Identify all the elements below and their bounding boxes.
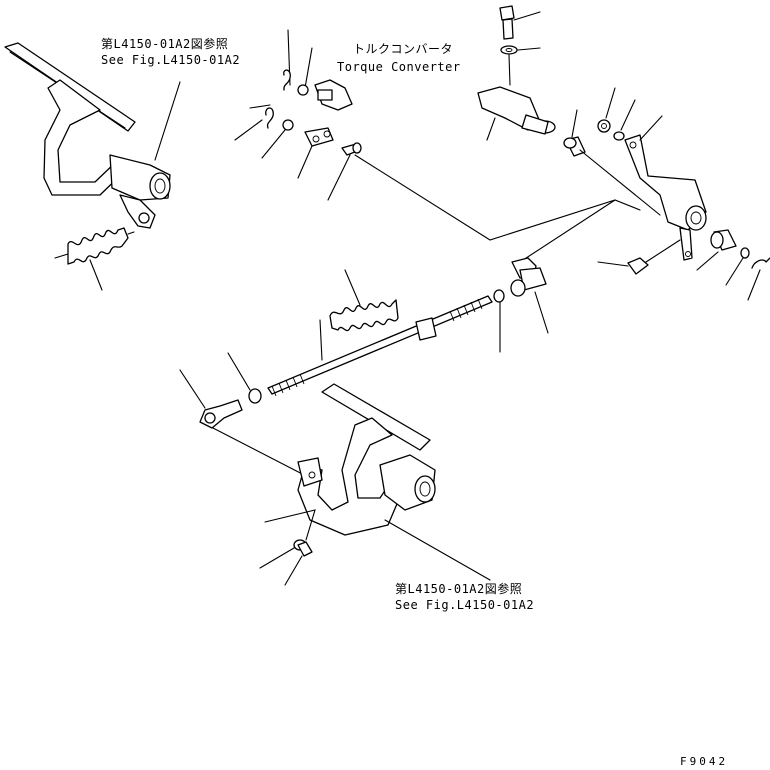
return-spring-upper [54, 227, 135, 265]
leader-bushing [571, 109, 578, 138]
nut-lower [297, 541, 313, 557]
reference-note-top-english: See Fig.L4150-01A2 [101, 53, 241, 67]
leader-spring-middle [344, 269, 361, 306]
spring-upper-end-left [54, 253, 69, 259]
leader-lock-nut-rod-left [227, 352, 251, 391]
lock-nut-rod-left [248, 388, 262, 404]
bell-crank-arm-hole [685, 251, 691, 257]
leader-washer-mid [261, 129, 286, 159]
upper-pedal-hub-bore [149, 172, 171, 200]
bell-crank-boss-bore [690, 211, 702, 225]
clevis-link-hole [312, 135, 320, 143]
bolt-washer-hole [505, 48, 513, 52]
leader-bushing-lower [696, 251, 719, 271]
upper-pedal-assembly [4, 42, 171, 229]
rod-end-socket [510, 279, 526, 297]
clevis-link-hole-2 [323, 130, 331, 138]
bolt-axis-line [508, 54, 511, 86]
bushing-face [563, 137, 577, 149]
leader-nut-right [605, 87, 616, 119]
cotter-pin-mid-tail [249, 104, 271, 109]
rod-assembly [179, 199, 616, 479]
leader-spring-upper [89, 259, 103, 291]
bolt-shank [502, 18, 514, 40]
torque-converter-label-japanese: トルクコンバータ [353, 42, 454, 56]
torque-converter-label-english: Torque Converter [337, 60, 461, 74]
rod-clip [415, 317, 437, 341]
upper-pedal-lever-hole [138, 212, 150, 224]
spring-upper-coil [67, 227, 129, 265]
figure-code: F9042 [680, 755, 729, 768]
lower-pedal-arm [297, 417, 406, 536]
leader-clevis-pin [327, 154, 351, 201]
leader-washer-lower [259, 547, 295, 569]
leader-washer-right [620, 99, 636, 131]
leader-rod-end-left [179, 369, 206, 409]
washer-far-right [740, 247, 750, 259]
bolt-washer [500, 45, 518, 55]
bushing-lower-face [710, 231, 724, 249]
assembly-line-2 [579, 149, 661, 216]
lower-pedal-hub-bore [414, 475, 436, 503]
leader-rod [319, 319, 323, 361]
leader-ref-top [154, 81, 181, 161]
washer-mid [282, 119, 294, 131]
leader-cotter-pin-right [747, 269, 761, 301]
grease-fitting [627, 257, 649, 275]
spring-upper-end-right [127, 231, 135, 235]
assembly-line-5 [264, 509, 316, 541]
nut-right-hole [601, 123, 607, 129]
cotter-pin-right [751, 257, 770, 269]
grease-fitting-axis [645, 239, 681, 263]
leader-bolt [513, 11, 541, 21]
spring-middle-coil [329, 299, 399, 332]
assembly-line-4 [212, 427, 311, 479]
converter-lever-boss [317, 89, 333, 101]
leader-clevis [297, 145, 313, 179]
leader-pin-mid [234, 119, 263, 141]
washer-top [297, 84, 309, 96]
lower-pedal-bracket [297, 457, 323, 487]
lower-pedal-assembly [259, 383, 491, 586]
washer-right [613, 131, 625, 141]
leader-ref-bottom [384, 519, 491, 581]
clevis-link [304, 127, 334, 147]
leader-washer-top [304, 47, 313, 89]
leader-rod-end [534, 291, 549, 334]
torque-converter-linkage [234, 29, 641, 241]
leader-grease-fitting [597, 261, 629, 267]
assembly-line-1 [354, 154, 641, 241]
reference-note-top-japanese: 第L4150-01A2図参照 [101, 37, 229, 51]
leader-bell-crank [639, 115, 663, 141]
shift-lever-shaft [521, 114, 549, 135]
cotter-pin-mid [265, 107, 274, 129]
converter-lever [314, 79, 353, 111]
clevis-pin-head [352, 142, 362, 154]
reference-note-bottom-english: See Fig.L4150-01A2 [395, 598, 535, 612]
leader-washer-far-right [725, 257, 744, 286]
upper-right-lever [477, 5, 770, 301]
assembly-line-3 [519, 199, 616, 263]
threaded-rod [267, 295, 493, 395]
leader-nut-lower [284, 555, 303, 586]
bolt-head [499, 5, 515, 21]
lock-nut-rod-end [493, 289, 505, 303]
leader-shift-lever [486, 117, 496, 141]
cotter-pin-top [283, 69, 291, 91]
lower-pedal-hub-bore-inner [419, 481, 431, 497]
threaded-rod-threads [271, 298, 483, 397]
rod-end-left-eye [204, 412, 216, 424]
bell-crank-hole [629, 141, 637, 149]
lower-pedal-bracket-hole [308, 471, 316, 479]
bell-crank-boss [685, 205, 707, 231]
nut-right [597, 119, 611, 133]
reference-note-bottom-japanese: 第L4150-01A2図参照 [395, 582, 523, 596]
upper-pedal-hub-bore-inner [154, 178, 166, 194]
leader-bolt-washer [517, 47, 541, 51]
